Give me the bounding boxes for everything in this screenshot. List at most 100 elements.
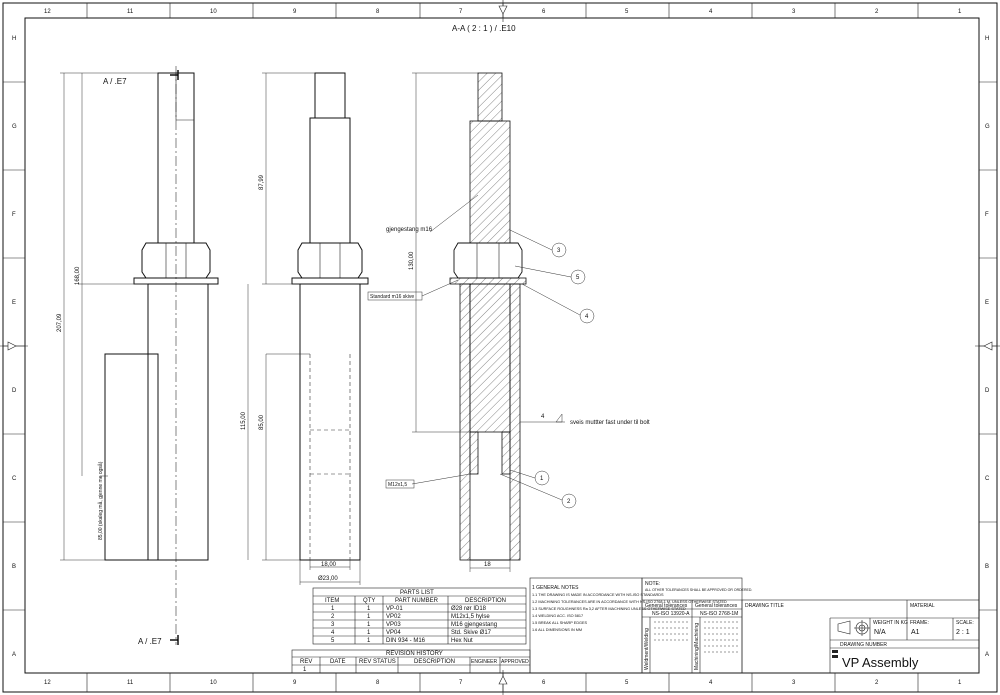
scale-label: SCALE: (956, 620, 974, 626)
svg-text:VP02: VP02 (386, 614, 401, 620)
projection-symbol-icon (837, 620, 870, 636)
general-notes: 1 GENERAL NOTES 1.1 THE DRAWING IS MADE … (529, 577, 727, 674)
svg-text:C: C (985, 476, 990, 482)
svg-text:6: 6 (542, 680, 546, 686)
svg-text:4: 4 (331, 630, 335, 636)
svg-text:1: 1 (367, 614, 371, 620)
svg-text:11: 11 (127, 680, 134, 686)
svg-text:3: 3 (792, 9, 796, 15)
svg-text:4: 4 (709, 9, 713, 15)
svg-text:VP03: VP03 (386, 622, 401, 628)
dim-vertical-note: 85,00 (skaleg må, gjenne me også) (97, 461, 104, 540)
svg-text:4: 4 (585, 314, 589, 320)
svg-text:ITEM: ITEM (325, 598, 339, 604)
svg-text:NOTE:: NOTE: (645, 581, 660, 587)
svg-text:1.2 MACHINING TOLERANCES ARE I: 1.2 MACHINING TOLERANCES ARE IN ACCORDAN… (532, 600, 727, 604)
svg-text:1: 1 (540, 476, 544, 482)
svg-text:A: A (12, 652, 16, 658)
svg-text:H: H (12, 36, 16, 42)
tolerance-block: NOTE: ALL OTHER TOLERANCES SHALL BE APPR… (641, 577, 752, 674)
balloon-4 (579, 308, 595, 324)
svg-text:G: G (12, 124, 17, 130)
svg-text:1 GENERAL NOTES: 1 GENERAL NOTES (532, 585, 579, 591)
svg-text:General tolerances: General tolerances (645, 603, 688, 609)
svg-text:M12x1,5 hylse: M12x1,5 hylse (451, 614, 490, 620)
svg-text:REV: REV (300, 659, 312, 665)
svg-text:10: 10 (210, 9, 217, 15)
svg-text:1.6 ALL DIMENSIONS IN MM: 1.6 ALL DIMENSIONS IN MM (532, 628, 582, 632)
weld-label: 4 (541, 414, 545, 420)
annotation-rod: gjengestang m16 (386, 227, 433, 233)
svg-text:F: F (985, 212, 989, 218)
svg-text:Weldment/Welding: Weldment/Welding (644, 628, 650, 670)
svg-text:1: 1 (367, 606, 371, 612)
view-section: 130,00 18 gjengestang m16 Standard m16 s… (367, 72, 650, 572)
column-labels-top: 12 11 10 9 8 7 6 5 4 3 2 1 (44, 9, 962, 15)
svg-text:D: D (12, 388, 17, 394)
section-title: A-A ( 2 : 1 ) / .E10 (452, 24, 516, 33)
svg-text:PART NUMBER: PART NUMBER (395, 598, 439, 604)
svg-text:3: 3 (557, 248, 561, 254)
svg-text:4: 4 (709, 680, 713, 686)
dim-width-outer: Ø23,00 (318, 576, 338, 582)
drawing-number-label: DRAWING NUMBER (840, 642, 887, 648)
svg-text:1.3 SURFACE ROUGHNESS Ra 3,2 A: 1.3 SURFACE ROUGHNESS Ra 3,2 AFTER MACHI… (532, 607, 686, 611)
weight-value: N/A (874, 629, 886, 636)
scale-value: 2 : 1 (956, 629, 970, 636)
svg-text:2: 2 (567, 499, 571, 505)
svg-text:DESCRIPTION: DESCRIPTION (465, 598, 506, 604)
svg-text:DIN 934 - M16: DIN 934 - M16 (386, 638, 426, 644)
svg-text:H: H (985, 36, 989, 42)
svg-text:9: 9 (293, 9, 297, 15)
svg-text:11: 11 (127, 9, 134, 15)
balloon-3 (551, 242, 567, 258)
row-labels-left: H G F E D C B A (12, 36, 17, 658)
svg-text:REV STATUS: REV STATUS (359, 659, 396, 665)
balloon-5 (570, 269, 586, 285)
column-labels-bottom: 12 11 10 9 8 7 6 5 4 3 2 1 (44, 680, 962, 686)
svg-text:F: F (12, 212, 16, 218)
svg-text:7: 7 (459, 9, 463, 15)
svg-text:A: A (985, 652, 989, 658)
drawing-title-label: DRAWING TITLE (745, 603, 785, 609)
dim-lower: 85,00 (259, 414, 265, 430)
svg-text:DESCRIPTION: DESCRIPTION (414, 659, 455, 665)
material-label: MATERIAL (910, 603, 935, 609)
dim-width-inner: 18,00 (321, 562, 337, 568)
dim-top-part: 87,99 (259, 174, 265, 190)
dim-upper: 168,00 (75, 266, 81, 285)
svg-text:ALL OTHER TOLERANCES SHALL BE: ALL OTHER TOLERANCES SHALL BE APPROVED O… (645, 588, 752, 592)
weld-note: sveis muttter fast under til bolt (570, 420, 650, 426)
svg-text:3: 3 (792, 680, 796, 686)
svg-text:1: 1 (367, 630, 371, 636)
revision-history: REVISION HISTORY REV DATE REV STATUS DES… (291, 649, 531, 674)
frame-label: FRAME: (910, 620, 929, 626)
svg-text:ENGINEER: ENGINEER (471, 659, 498, 665)
title-block: DRAWING TITLE MATERIAL WEIGHT IN KG N/A … (741, 599, 980, 674)
svg-text:5: 5 (576, 275, 580, 281)
svg-text:1.1 THE DRAWING IS MADE IN ACC: 1.1 THE DRAWING IS MADE IN ACCORDANCE WI… (532, 593, 664, 597)
svg-text:8: 8 (376, 9, 380, 15)
section-marker-bottom: A / .E7 (138, 637, 162, 646)
svg-text:1: 1 (367, 622, 371, 628)
svg-text:NS-ISO 2768-1M: NS-ISO 2768-1M (700, 611, 738, 617)
svg-text:12: 12 (44, 9, 51, 15)
svg-text:Machining/Machining: Machining/Machining (694, 623, 700, 670)
dim-overall: 207,09 (57, 313, 63, 332)
svg-text:3: 3 (331, 622, 335, 628)
svg-text:B: B (12, 564, 16, 570)
svg-text:10: 10 (210, 680, 217, 686)
svg-text:5: 5 (625, 9, 629, 15)
parts-list-title: PARTS LIST (400, 590, 434, 596)
svg-text:QTY: QTY (363, 598, 375, 604)
svg-text:1.4 WELDING ACC. ISO 5817: 1.4 WELDING ACC. ISO 5817 (532, 614, 583, 618)
svg-text:2: 2 (875, 9, 879, 15)
revision-title: REVISION HISTORY (386, 651, 443, 657)
svg-text:VP-01: VP-01 (386, 606, 403, 612)
parts-list: PARTS LIST ITEM QTY PART NUMBER DESCRIPT… (312, 587, 527, 645)
view-middle: 87,99 115,00 85,00 18,00 Ø23,00 (241, 72, 369, 585)
svg-text:DATE: DATE (330, 659, 346, 665)
dim-section-width: 18 (484, 562, 491, 568)
